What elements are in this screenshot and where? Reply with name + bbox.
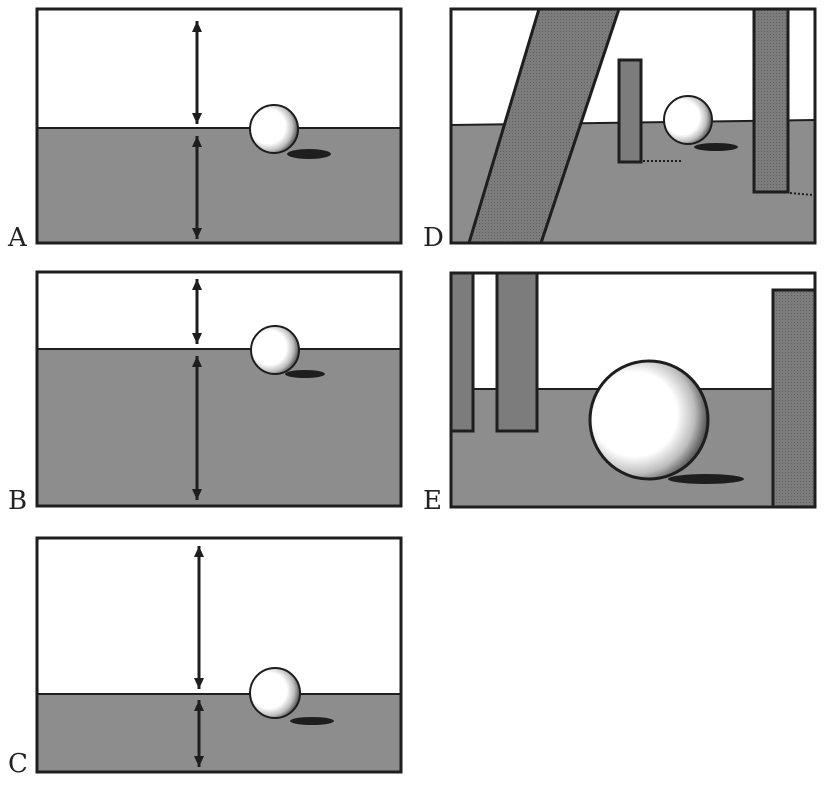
ball-shadow <box>287 149 331 159</box>
panel-b-illustration <box>35 270 403 508</box>
panel-frame <box>35 270 403 508</box>
panel-frame <box>35 536 403 774</box>
sky <box>37 538 401 694</box>
sky <box>37 272 401 349</box>
left-pillar <box>449 271 475 433</box>
ball-shadow <box>694 143 738 151</box>
panel-c-illustration <box>35 536 403 774</box>
panel-d-illustration <box>449 7 817 245</box>
panel-label-c: C <box>8 749 28 779</box>
ball-shadow <box>668 474 744 484</box>
ground <box>37 349 401 506</box>
ball <box>249 667 301 719</box>
panel-label-b: B <box>8 486 28 516</box>
ball <box>663 95 713 145</box>
panel-label-e: E <box>423 486 442 516</box>
ball-shadow <box>290 717 334 725</box>
ball <box>250 325 300 375</box>
sky <box>37 9 401 128</box>
small-pillar <box>617 58 643 164</box>
left-center-pillar <box>495 271 539 433</box>
tall-pillar <box>752 7 790 194</box>
panel-label-d: D <box>423 223 444 253</box>
ball-shadow <box>285 370 325 378</box>
panel-label-a: A <box>8 223 27 253</box>
panel-frame <box>35 7 403 245</box>
panel-e-illustration <box>449 271 817 509</box>
panel-frame <box>449 271 817 509</box>
right-pillar <box>771 288 817 509</box>
ground <box>37 694 401 772</box>
ball <box>249 104 299 154</box>
ground <box>37 128 401 243</box>
large-ball <box>588 359 710 481</box>
panel-a-illustration <box>35 7 403 245</box>
panel-frame <box>449 7 817 245</box>
